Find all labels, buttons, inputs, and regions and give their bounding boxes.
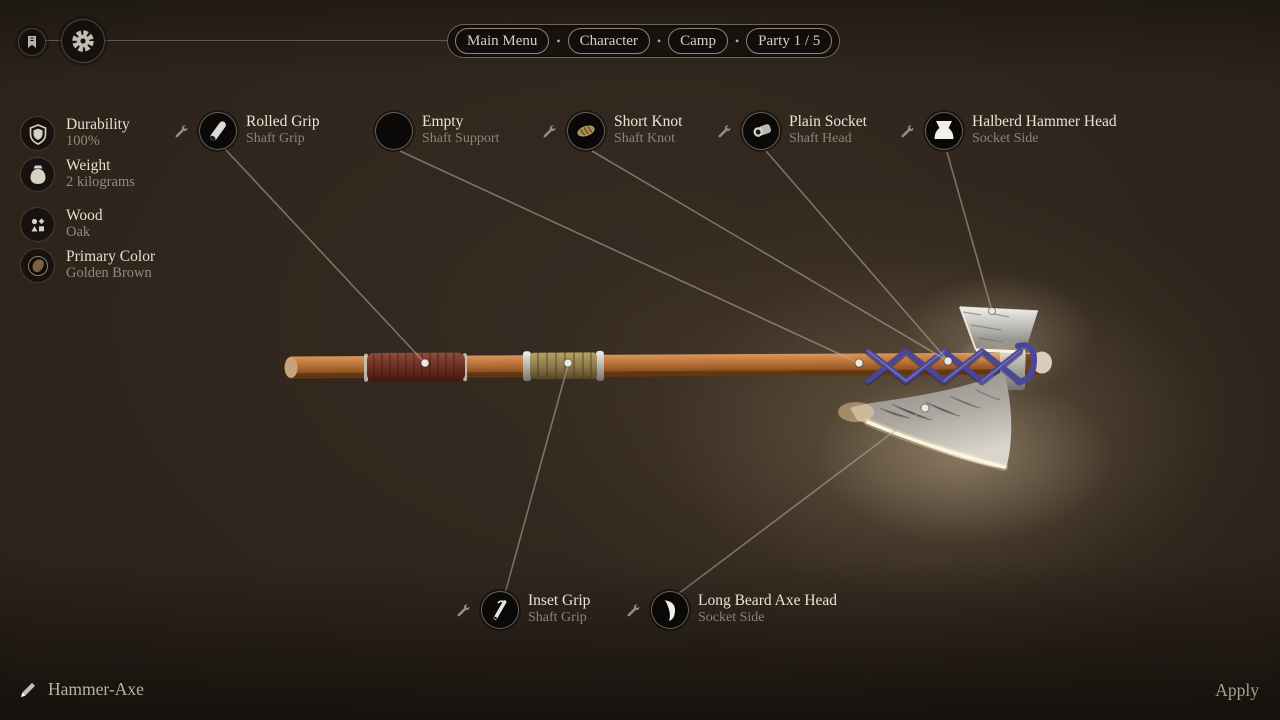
apply-button[interactable]: Apply [1215,680,1259,700]
edit-pencil-icon [21,682,35,697]
callout-short-knot: Short Knot Shaft Knot [541,112,682,150]
stat-label: Wood [66,207,103,225]
component-point[interactable] [563,358,573,368]
callout-subtitle: Shaft Support [422,130,500,146]
callout-subtitle: Shaft Knot [614,130,676,146]
callout-title: Long Beard Axe Head [698,592,838,610]
banner-button[interactable] [18,28,46,56]
callout-subtitle: Shaft Head [789,130,852,146]
wrench-icon [901,125,914,137]
wood-icon [31,218,44,231]
weapon-name-field[interactable]: Hammer-Axe [20,679,144,700]
menu-item-character[interactable]: Character [567,28,650,54]
weight-icon [30,165,45,184]
component-point[interactable] [943,356,953,366]
callout-subtitle: Shaft Grip [528,609,587,625]
stat-label: Weight [66,157,111,175]
component-point[interactable] [854,358,864,368]
menu-separator: • [656,33,662,48]
callout-plain-socket: Plain Socket Shaft Head [716,112,867,150]
component-point[interactable] [920,403,930,413]
component-point[interactable] [988,307,996,315]
stat-wood: Wood Oak [20,207,103,242]
component-point[interactable] [420,358,430,368]
hammer-head [958,306,1042,365]
menu-item-camp[interactable]: Camp [668,28,728,54]
wrench-icon [457,604,470,616]
component-slot-circle[interactable] [742,112,780,150]
component-slot-circle[interactable] [925,112,963,150]
callout-long-beard-axe-head: Long Beard Axe Head Socket Side [625,591,837,629]
callout-inset-grip: Inset Grip Shaft Grip [455,591,590,629]
stat-durability: Durability 100% [20,116,130,151]
callout-halberd-hammer-head: Halberd Hammer Head Socket Side [899,112,1117,150]
knot-thumb-icon [577,125,595,137]
stat-icon-circle [20,157,55,192]
top-menu: Main Menu • Character • Camp • Party 1 /… [447,24,841,58]
wrench-icon [543,125,556,137]
stat-label: Primary Color [66,248,156,266]
component-slot-circle[interactable] [651,591,689,629]
wrench-icon [627,604,640,616]
component-slot-circle[interactable] [481,591,519,629]
stat-weight: Weight 2 kilograms [20,157,135,192]
stat-icon-circle [20,207,55,242]
weapon-name-text: Hammer-Axe [48,679,144,699]
callout-title: Inset Grip [528,592,591,610]
stat-primary-color: Primary Color Golden Brown [20,248,155,283]
stat-value: 100% [66,133,100,150]
callout-subtitle: Shaft Grip [246,130,305,146]
component-slot-circle[interactable] [375,112,413,150]
menu-item-party[interactable]: Party 1 / 5 [746,28,833,54]
settings-button[interactable] [61,19,105,63]
stat-label: Durability [66,116,130,134]
grip-tube-thumb-icon [210,121,226,141]
inset-grip-thumb-icon [493,600,507,620]
callout-title: Plain Socket [789,113,867,131]
stat-icon-circle [20,248,55,283]
stat-icon-circle [20,116,55,151]
menu-separator: • [556,33,561,48]
callout-title: Short Knot [614,113,683,131]
gear-icon [72,30,94,52]
stat-value: Golden Brown [66,265,152,282]
stat-value: Oak [66,224,91,241]
callout-rolled-grip: Rolled Grip Shaft Grip [173,112,320,150]
callout-subtitle: Socket Side [972,130,1039,146]
topbar-line [31,40,447,41]
color-icon [27,255,48,276]
stat-value: 2 kilograms [66,174,135,191]
callout-empty-support: Empty Shaft Support [375,112,499,150]
callout-title: Halberd Hammer Head [972,113,1117,131]
shield-icon [29,123,46,145]
hammer-head-thumb-icon [934,121,954,139]
callout-title: Rolled Grip [246,113,320,131]
wrench-icon [718,125,731,137]
callout-title: Empty [422,113,464,131]
menu-item-main-menu[interactable]: Main Menu [455,28,550,54]
banner-icon [28,36,36,48]
wrench-icon [175,125,188,137]
menu-separator: • [734,33,740,48]
component-slot-circle[interactable] [567,112,605,150]
axe-head-thumb-icon [663,600,675,621]
callout-subtitle: Socket Side [698,609,765,625]
component-slot-circle[interactable] [199,112,237,150]
socket-thumb-icon [753,124,772,137]
